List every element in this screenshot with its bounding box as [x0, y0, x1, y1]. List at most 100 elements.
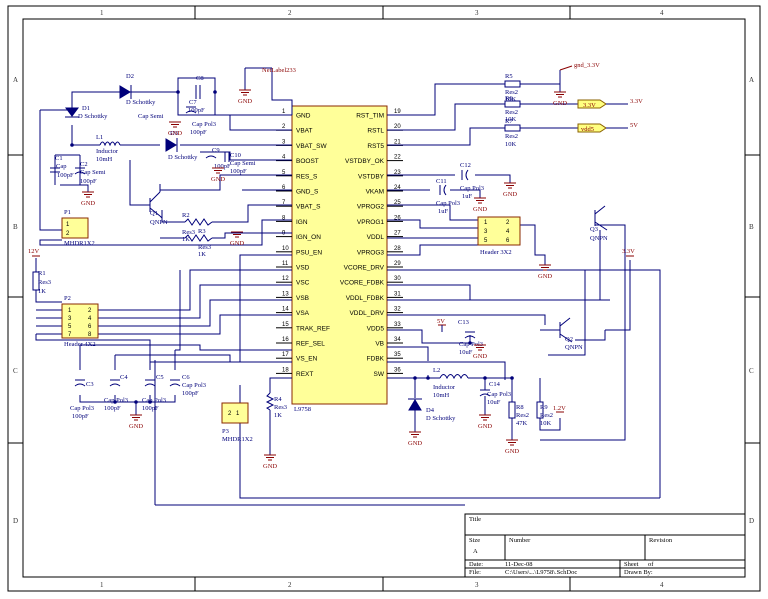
- svg-text:Q1: Q1: [150, 210, 158, 217]
- ic-part-label: L9758: [294, 406, 311, 413]
- netlabel-vdd5-flag: vdd5 5V: [577, 122, 638, 133]
- ic-pin-number: 6: [282, 185, 286, 191]
- svg-text:R7: R7: [505, 118, 513, 125]
- svg-text:10K: 10K: [505, 141, 517, 148]
- svg-text:R8: R8: [516, 404, 524, 411]
- svg-text:P3: P3: [222, 428, 229, 435]
- ic-pin-name: VDDL_FDBK: [346, 295, 385, 302]
- ic-pin-name: SW: [374, 371, 385, 378]
- ic-pin-name: RST5: [367, 143, 384, 150]
- svg-text:47K: 47K: [516, 420, 528, 427]
- tb-sheet-of: of: [648, 561, 654, 568]
- ic-pin-number: 19: [394, 109, 401, 115]
- svg-text:Res2: Res2: [540, 412, 553, 419]
- svg-text:100pF: 100pF: [72, 413, 89, 420]
- ic-pin-name: VB: [375, 341, 384, 348]
- ic-pin-number: 14: [282, 307, 289, 313]
- gnd-label: GND: [129, 423, 143, 430]
- ic-pin-name: VCORE_FDBK: [340, 280, 385, 287]
- svg-text:1: 1: [68, 308, 72, 314]
- svg-text:100pF: 100pF: [214, 163, 231, 170]
- ic-pin-name: VSB: [296, 295, 309, 302]
- resistor-r1: R1 Res3 1K: [32, 270, 51, 295]
- svg-text:R3: R3: [198, 228, 206, 235]
- gnd-label: GND: [505, 448, 519, 455]
- svg-text:Res3: Res3: [274, 404, 287, 411]
- svg-text:D Schottky: D Schottky: [168, 154, 198, 161]
- gnd-icon: [212, 167, 224, 174]
- svg-text:12V: 12V: [28, 248, 40, 255]
- svg-text:MHDR1X2: MHDR1X2: [64, 240, 95, 247]
- ic-pin-number: 4: [282, 155, 286, 161]
- transistor-q1: Q1 QNPN: [149, 184, 168, 226]
- svg-text:D Schottky: D Schottky: [126, 99, 156, 106]
- svg-text:C7: C7: [189, 99, 197, 106]
- svg-text:Cap Pol3: Cap Pol3: [192, 121, 216, 128]
- cap-c7: C7 Cap Pol3 100pF: [185, 99, 216, 136]
- gnd-icon: [474, 197, 486, 204]
- ic-pin-number: 21: [394, 139, 401, 145]
- svg-text:2: 2: [66, 231, 70, 237]
- svg-text:1: 1: [484, 220, 488, 226]
- resistor-r9: R9 Res2 10K: [536, 401, 553, 427]
- svg-text:4: 4: [88, 316, 92, 322]
- ic-pin-number: 24: [394, 185, 401, 191]
- svg-text:D Schottky: D Schottky: [426, 415, 456, 422]
- svg-text:100pF: 100pF: [80, 178, 97, 185]
- diode-d3: D3 D Schottky: [165, 130, 198, 161]
- ic-pin-number: 34: [394, 337, 401, 343]
- ic-pin-number: 22: [394, 155, 401, 161]
- ic-pin-number: 31: [394, 291, 401, 297]
- inductor-l1: L1 Inductor 10mH: [96, 134, 121, 163]
- ic-pin-name: VSD: [296, 265, 310, 272]
- svg-text:2: 2: [228, 411, 232, 417]
- svg-text:Cap Pol3: Cap Pol3: [142, 397, 166, 404]
- ic-pin-number: 7: [282, 200, 286, 206]
- svg-text:100pF: 100pF: [104, 405, 121, 412]
- ic-pin-name: VKAM: [366, 189, 384, 196]
- svg-text:Q2: Q2: [565, 336, 573, 343]
- gnd-icon: [169, 121, 181, 128]
- ic-pin-name: VDDL_DRV: [349, 310, 384, 317]
- ic-pin-number: 36: [394, 367, 401, 373]
- svg-text:vdd5: vdd5: [581, 126, 594, 133]
- transistor-q2: Q2 QNPN: [559, 317, 583, 351]
- ic-pin-number: 12: [282, 276, 289, 282]
- svg-text:P2: P2: [64, 295, 71, 302]
- svg-text:100pF: 100pF: [190, 129, 207, 136]
- svg-text:6: 6: [88, 324, 92, 330]
- svg-text:C5: C5: [156, 374, 164, 381]
- row-label-d: D: [13, 517, 18, 525]
- gnd-label: GND: [538, 273, 552, 280]
- tb-drawn-label: Drawn By:: [624, 569, 653, 576]
- svg-text:1K: 1K: [274, 412, 282, 419]
- cap-c8: C8 100pF Cap Semi: [138, 75, 205, 120]
- gnd-icon: [409, 431, 421, 438]
- resistor-r2: R2 Res3 1K: [182, 212, 213, 243]
- svg-text:100pF: 100pF: [57, 172, 74, 179]
- power-3v3-right: 3.3V: [622, 248, 635, 257]
- col-label-2: 2: [288, 9, 292, 17]
- gnd-label: GND: [478, 423, 492, 430]
- svg-text:R1: R1: [38, 270, 46, 277]
- svg-text:Res2: Res2: [516, 412, 529, 419]
- ic-pin-number: 9: [282, 231, 286, 237]
- resistor-r6: R6 Res2 10K: [504, 95, 521, 123]
- cap-c10: C10 Cap Semi 100pF: [224, 152, 256, 175]
- svg-text:R5: R5: [505, 73, 513, 80]
- svg-text:1K: 1K: [38, 288, 46, 295]
- svg-text:3.3V: 3.3V: [622, 248, 635, 255]
- ic-pin-name: TRAK_REF: [296, 325, 330, 332]
- svg-text:C11: C11: [436, 178, 447, 185]
- svg-text:C2: C2: [80, 161, 88, 168]
- ic-pin-name: REF_SEL: [296, 341, 325, 348]
- svg-text:5: 5: [68, 324, 72, 330]
- svg-text:10K: 10K: [505, 116, 517, 123]
- tb-size-label: Size: [469, 537, 480, 544]
- ic-pin-name: REXT: [296, 371, 313, 378]
- svg-text:Cap Pol3: Cap Pol3: [459, 341, 483, 348]
- svg-text:2: 2: [88, 308, 92, 314]
- ic-pin-number: 27: [394, 231, 401, 237]
- ic-pin-name: IGN_ON: [296, 234, 321, 241]
- power-5v-mid: 5V: [437, 318, 446, 332]
